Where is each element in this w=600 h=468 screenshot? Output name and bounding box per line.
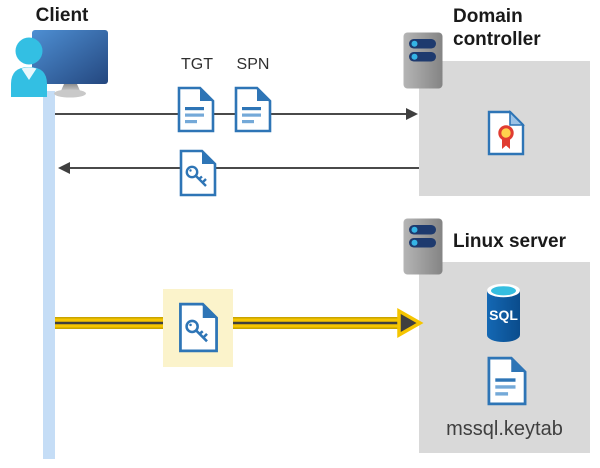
tgt-document-icon (177, 86, 215, 133)
certificate-icon (487, 110, 525, 156)
client-user-computer-icon (11, 30, 108, 98)
highlighted-key-ticket-icon (179, 302, 218, 353)
linux-server-icon (403, 218, 443, 275)
request-arrow-right (55, 108, 418, 120)
client-label: Client (35, 5, 89, 26)
spn-document-icon (234, 86, 272, 133)
spn-label: SPN (236, 56, 270, 73)
linux-server-label: Linux server (453, 231, 566, 252)
domain-controller-label: Domain controller (453, 6, 541, 50)
client-lifeline (43, 91, 55, 459)
domain-controller-server-icon (403, 32, 443, 89)
authenticated-connection-arrow (55, 307, 424, 339)
keytab-filename-label: mssql.keytab (446, 418, 563, 440)
keytab-file-icon (487, 356, 527, 406)
sql-database-icon: SQL (487, 283, 520, 342)
response-arrow-left (58, 162, 419, 174)
tgt-label: TGT (181, 56, 213, 73)
sql-icon-label: SQL (489, 307, 518, 323)
key-ticket-icon (179, 149, 217, 197)
